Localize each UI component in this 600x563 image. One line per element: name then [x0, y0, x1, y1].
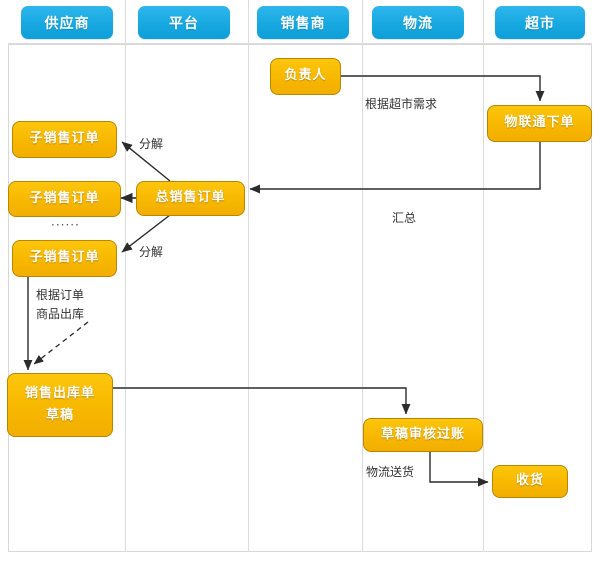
node-label-line2: 草稿 — [45, 408, 74, 423]
edge-label-summarize: 汇总 — [392, 211, 417, 225]
node-goods-receipt[interactable]: 收货 — [492, 465, 568, 498]
node-draft-audit-post[interactable]: 草稿审核过账 — [363, 418, 483, 452]
node-label: 物联通下单 — [504, 115, 575, 131]
lane-header-label: 物流 — [403, 15, 433, 32]
node-outbound-draft[interactable]: 销售出库单 草稿 — [7, 373, 113, 437]
lane-header-label: 平台 — [169, 15, 199, 32]
lane-header-market[interactable]: 超市 — [495, 6, 585, 39]
header-divider-1 — [125, 0, 126, 43]
edge-label-decompose-top: 分解 — [139, 137, 164, 151]
header-divider-4 — [483, 0, 484, 43]
lane-divider-4 — [483, 44, 484, 552]
lane-divider-3 — [362, 44, 363, 552]
lane-header-reseller[interactable]: 销售商 — [257, 6, 349, 39]
lane-divider-2 — [248, 44, 249, 552]
node-master-order[interactable]: 总销售订单 — [136, 181, 245, 216]
node-label: 子销售订单 — [29, 250, 100, 266]
edge-label-per-market-demand: 根据超市需求 — [365, 97, 438, 111]
lane-header-logistics[interactable]: 物流 — [372, 6, 464, 39]
ellipsis-more-sub-orders: ······ — [51, 218, 80, 232]
node-label: 收货 — [515, 473, 544, 489]
node-label: 子销售订单 — [29, 131, 100, 147]
edge-label-by-order-line2: 商品出库 — [36, 307, 85, 321]
header-divider-3 — [362, 0, 363, 43]
node-label-line1: 销售出库单 — [24, 385, 95, 401]
lane-header-label: 销售商 — [280, 15, 326, 32]
node-label: 草稿审核过账 — [380, 426, 465, 442]
header-bottom-separator — [8, 43, 592, 44]
lane-header-supplier[interactable]: 供应商 — [21, 6, 113, 39]
lane-divider-1 — [125, 44, 126, 552]
node-owner[interactable]: 负责人 — [270, 58, 341, 95]
lane-header-label: 供应商 — [44, 15, 90, 32]
lane-header-label: 超市 — [525, 15, 555, 32]
node-sub-order-2[interactable]: 子销售订单 — [8, 181, 121, 217]
node-sub-order-1[interactable]: 子销售订单 — [12, 121, 117, 158]
node-label: 子销售订单 — [29, 190, 100, 206]
header-divider-2 — [248, 0, 249, 43]
edge-label-decompose-bottom: 分解 — [139, 245, 164, 259]
node-sub-order-3[interactable]: 子销售订单 — [12, 240, 117, 277]
edge-label-logistics-deliver: 物流送货 — [366, 465, 415, 479]
node-label: 负责人 — [284, 68, 327, 84]
lane-header-platform[interactable]: 平台 — [138, 6, 230, 39]
node-label: 总销售订单 — [155, 190, 226, 206]
node-iot-order[interactable]: 物联通下单 — [487, 105, 592, 142]
edge-label-by-order-line1: 根据订单 — [36, 288, 85, 302]
